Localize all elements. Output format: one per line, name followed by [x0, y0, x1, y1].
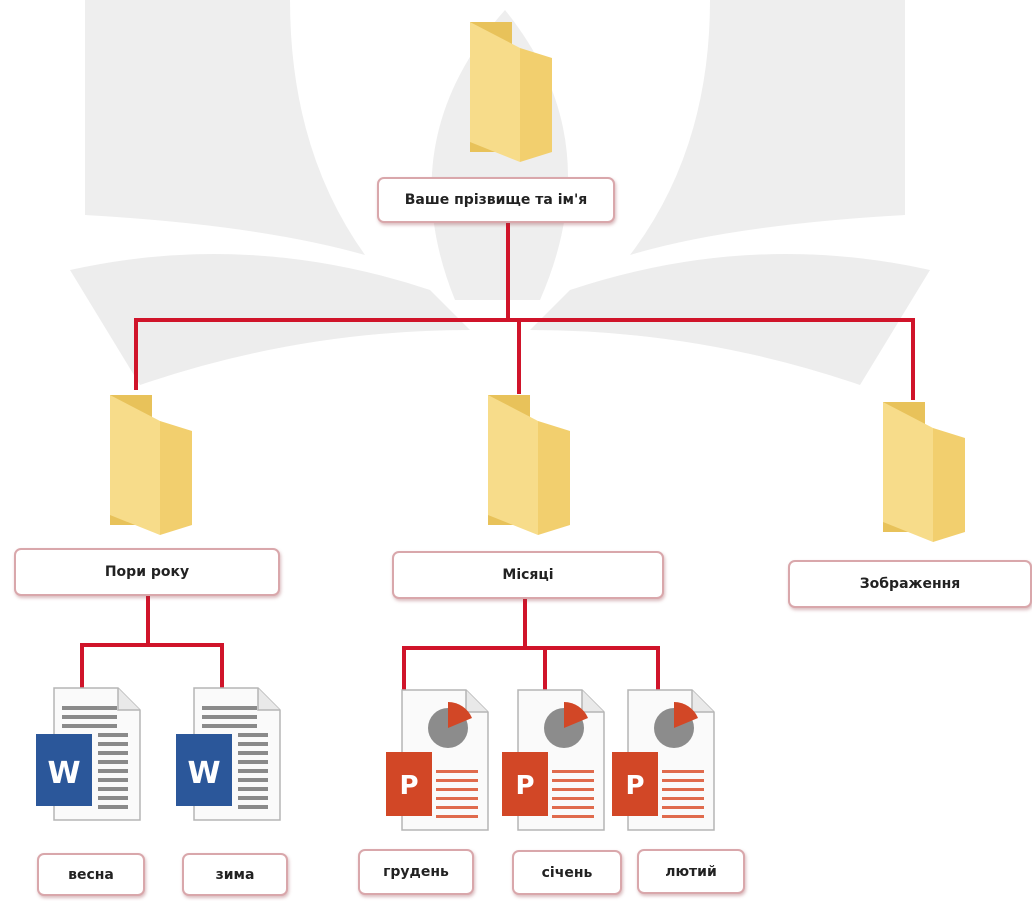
folder-icon-months[interactable]	[478, 385, 578, 535]
powerpoint-document-icon[interactable]: P	[500, 684, 610, 834]
folder-icon-seasons[interactable]	[100, 385, 200, 535]
powerpoint-document-icon[interactable]: P	[384, 684, 494, 834]
svg-text:P: P	[515, 771, 534, 801]
file-label-winter[interactable]: зима	[182, 853, 288, 896]
svg-text:P: P	[625, 771, 644, 801]
file-label-december[interactable]: грудень	[358, 849, 474, 895]
folder-label-months[interactable]: Місяці	[392, 551, 664, 599]
svg-text:W: W	[187, 756, 220, 791]
svg-text:P: P	[399, 771, 418, 801]
root-folder-label[interactable]: Ваше прізвище та ім'я	[377, 177, 615, 223]
root-folder-icon[interactable]	[460, 12, 560, 162]
word-document-icon[interactable]: W	[36, 684, 146, 824]
file-label-spring[interactable]: весна	[37, 853, 145, 896]
file-label-january[interactable]: січень	[512, 850, 622, 895]
folder-label-seasons[interactable]: Пори року	[14, 548, 280, 596]
folder-icon-images[interactable]	[873, 392, 973, 542]
word-document-icon[interactable]: W	[176, 684, 286, 824]
powerpoint-document-icon[interactable]: P	[610, 684, 720, 834]
svg-text:W: W	[47, 756, 80, 791]
folder-label-images[interactable]: Зображення	[788, 560, 1032, 608]
file-label-february[interactable]: лютий	[637, 849, 745, 894]
connector-lines	[80, 221, 915, 700]
